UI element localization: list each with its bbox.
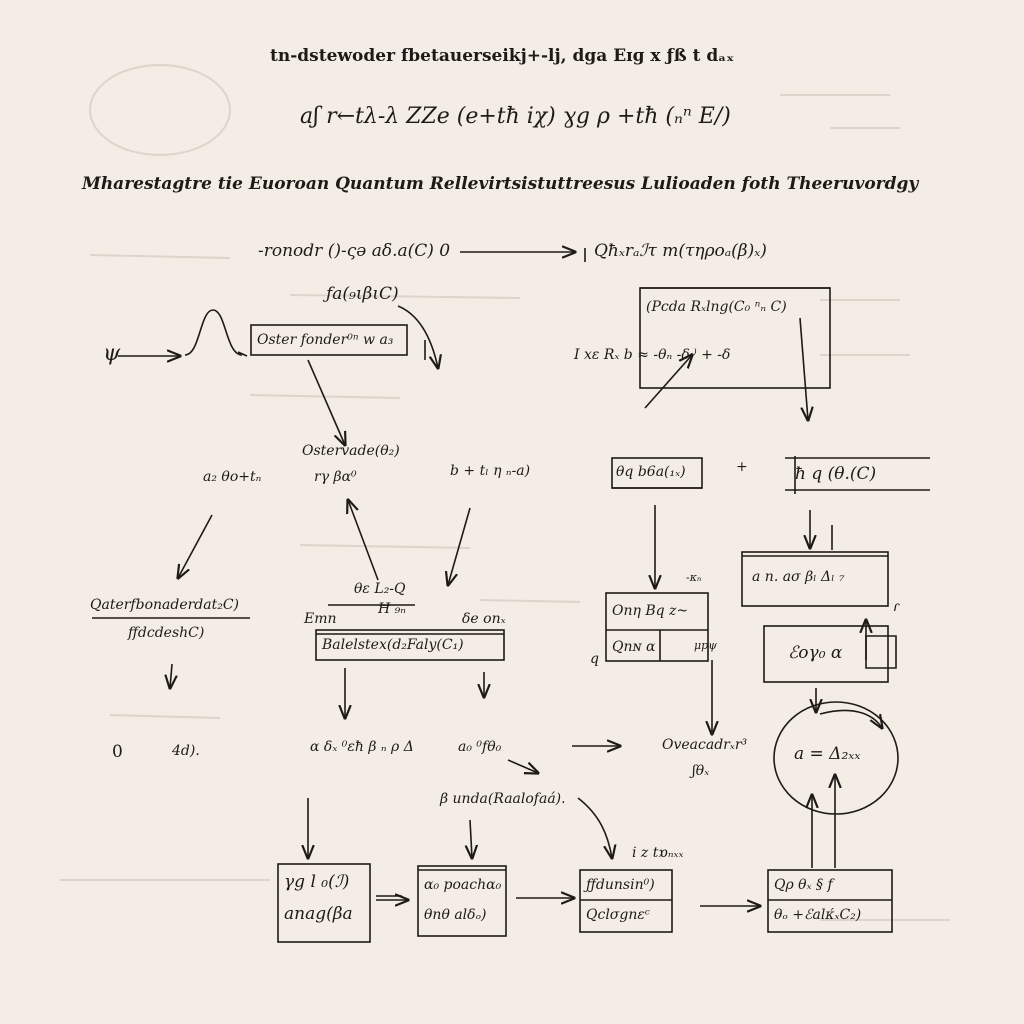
osterwade-label: Ostervade(θ₂): [302, 443, 400, 459]
header-line-2: aʃ r←tλ-λ ZZe (e+tħ iχ) ɣg ρ +tħ (ₙⁿ E/): [300, 104, 731, 129]
a-fraction: a₀ ⁰fθ₀: [458, 739, 502, 755]
daon-label: δe onₓ: [462, 611, 506, 627]
equation-top-left: -ronodr ()-ςə aδ.a(C) 0: [258, 241, 451, 261]
left-title: Qaterfbonaderdat₂C): [90, 597, 240, 613]
connector-line: [577, 797, 612, 858]
circle-node: [773, 701, 899, 815]
box-right-a-label: a n. aσ βₗ Δₗ ₇: [752, 569, 845, 585]
box-bottom-1-top: γg l ₀(ℐ): [284, 872, 350, 892]
page-title: Mharestagtre tie Euoroan Quantum Rellevi…: [82, 174, 919, 194]
box-bottom-2-bottom: θnθ alδₒ): [424, 907, 487, 923]
center-top-eq: θε L₂-Q: [354, 581, 406, 597]
box-right-a: [741, 551, 889, 607]
box-bottom-2-top: α₀ pοachα₀: [424, 877, 502, 893]
connector-line: [348, 500, 379, 581]
plus-sign: +: [736, 459, 748, 475]
box-pcda-equation: I xε Rₓ b ≈ -θₙ -δₗ⁾ + -δ: [574, 347, 731, 363]
kappa-label: -κₙ: [686, 571, 702, 584]
box-bottom-1: [277, 863, 371, 943]
equation-right: ħ q (θ.(C): [795, 464, 877, 484]
connector-line: [178, 514, 213, 578]
box-bottom-4-bottom: θₒ +ℰalκ́ₓC₂): [774, 907, 862, 923]
wave-curve: [184, 309, 243, 356]
connector-line: [819, 709, 882, 728]
tangent-label: ƒa(₉ιβιC): [326, 284, 399, 304]
box-bottom-3-bottom: Qclσgnεᶜ: [586, 907, 650, 923]
box-balelstex-label: Balelstex(d₂Faly(C₁): [322, 637, 464, 653]
tfunx-label: i z tɒₙₓₓ: [632, 845, 684, 861]
fourd-label: 4d).: [172, 743, 200, 759]
box-osterfonder-label: Oster fonder⁰ⁿ w a₃: [257, 332, 394, 348]
box-balelstex: [315, 629, 505, 661]
box-bottom-2: [417, 865, 507, 937]
equation-b: b + tₗ η ₙ-a): [450, 463, 531, 479]
box-osterfonder: [250, 324, 408, 356]
box-right-e-label: ℰoγ₀ α: [788, 643, 843, 663]
box-bottom-3: [579, 869, 673, 933]
box-on-bottom: Qnɴ α: [612, 639, 656, 655]
connector-line: [448, 507, 471, 585]
q-letter: q: [590, 651, 599, 667]
box-bottom-1-bottom: anag(βa: [284, 904, 353, 924]
oveacadr-sub: ʃθₓ: [692, 763, 710, 779]
psi-symbol: ψ: [103, 341, 121, 366]
oveacadr-label: Oveacadrₓr³: [662, 737, 748, 753]
connector-line: [507, 759, 538, 773]
center-sub: Ħ ₉ₙ: [378, 601, 406, 617]
connector-line: [397, 305, 438, 368]
connector-line: [307, 359, 345, 445]
header-line-1: tn-dstewoder fbetauerseikj+-lj, dga Eɪɡ …: [270, 46, 735, 66]
box-on-top: Onη Βq z~: [612, 603, 689, 619]
box-right-e: [763, 625, 889, 683]
hook-mark: ɾ: [893, 599, 900, 615]
q-fraction: α δₓ ⁰εħ β ₙ ρ Δ: [310, 739, 414, 755]
circle-equation: a = Δ₂ₓₓ: [794, 744, 861, 764]
box-bottom-3-top: ƒƒdunsin⁰): [586, 877, 655, 893]
zero-label: 0: [112, 742, 123, 762]
box-on: [605, 592, 709, 662]
connector-line: [799, 317, 808, 420]
connector-line: [470, 819, 472, 858]
connector-line: [170, 663, 172, 688]
connector-line: [644, 355, 692, 409]
osterwade-sub: rγ βα⁰: [314, 469, 357, 485]
left-subtitle: ffdcdeshC): [128, 625, 205, 641]
equation-top-right: Qħₓrₐℐτ m(τηροₐ(β)ₓ): [594, 241, 767, 261]
fraction-label: μpψ: [694, 639, 717, 652]
box-bottom-4: [767, 869, 893, 933]
box-pcda-title: (Pcda Rₓlng(C₀ ⁿₙ C): [646, 299, 787, 315]
equation-a: a₂ θo+tₙ: [203, 469, 262, 485]
banda-label: β unda(Raalofaá).: [440, 791, 566, 807]
box-bq-label: θq b6a(₁ₓ): [616, 464, 686, 480]
box-bottom-4-top: Qρ θₓ § f: [774, 877, 833, 893]
emn-label: Emn: [304, 611, 337, 627]
